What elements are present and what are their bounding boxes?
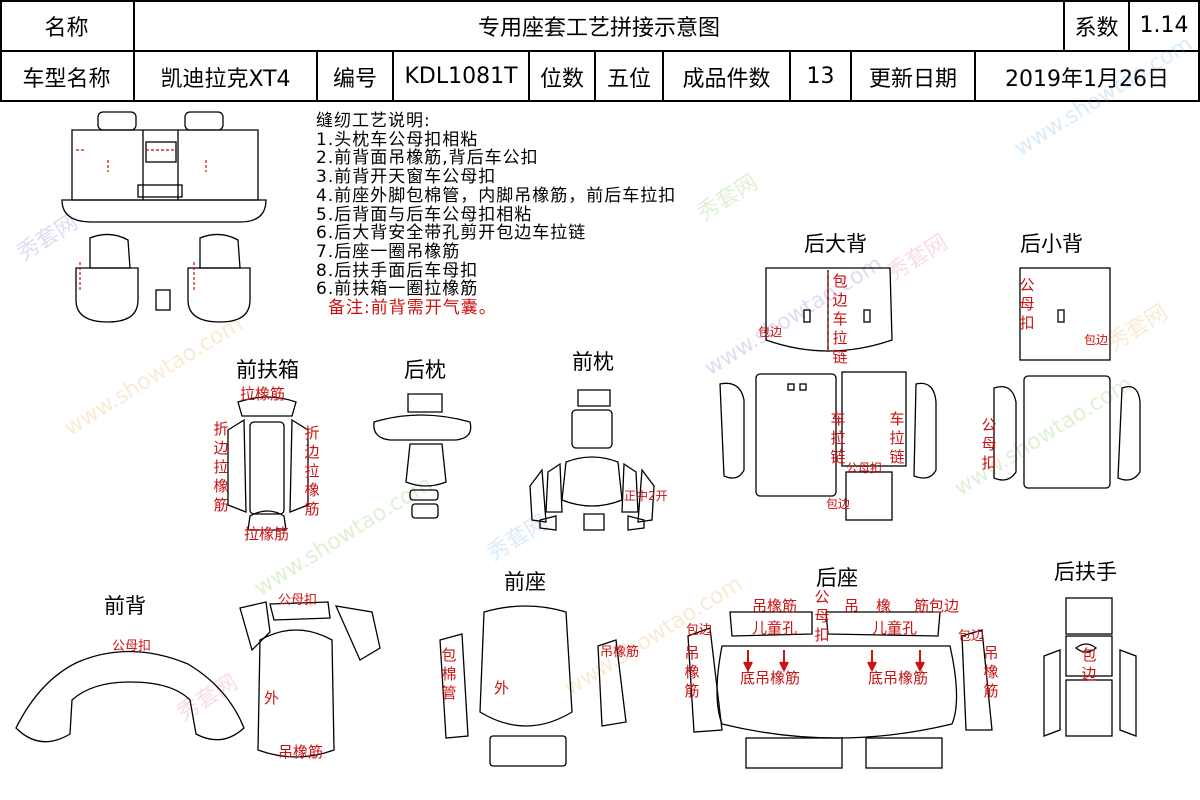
label-gong-mu-kou-front-back-top: 公母扣: [278, 593, 318, 608]
notes-heading: 缝纫工艺说明:: [316, 111, 431, 131]
label-diao-xiang-jin-rear-seat-right: 吊橡筋: [983, 644, 999, 700]
front-seat-pieces: [439, 605, 627, 767]
label-er-tong-kong-left: 儿童孔: [752, 619, 798, 637]
label-bao-bian-rear-seat-right: 包边: [958, 629, 985, 644]
code-label: 编号: [318, 51, 394, 102]
note-item: 8.后扶手面后车母扣: [316, 260, 479, 281]
sewing-notes: 缝纫工艺说明: 1.头枕车公母扣相粘 2.前背面吊橡筋,背后车公扣 3.前背开天…: [316, 112, 676, 318]
panel-title-front-back: 前背: [104, 594, 146, 618]
coef-label: 系数: [1065, 0, 1130, 51]
note-item: 1.头枕车公母扣相粘: [316, 129, 479, 150]
seat-overview-front: [75, 233, 251, 323]
header-border-bottom: [0, 100, 1200, 102]
label-bao-bian-che-la-lian: 包边车拉链: [832, 272, 848, 366]
notes-remark: 备注:前背需开气囊。: [328, 298, 497, 319]
note-item: 5.后背面与后车公母扣相粘: [316, 204, 533, 225]
label-xiang-rear-seat: 橡: [876, 597, 892, 615]
label-che-la-lian-left: 车拉链: [830, 410, 846, 466]
pieces-label: 成品件数: [664, 51, 791, 102]
coef-value: 1.14: [1139, 13, 1189, 38]
date-value: 2019年1月26日: [1005, 66, 1169, 92]
label-di-diao-xiang-jin-left: 底吊橡筋: [740, 669, 801, 687]
note-item: 4.前座外脚包棉管，内脚吊橡筋，前后车拉扣: [316, 185, 677, 206]
front-armrest-box-pieces: [227, 396, 309, 531]
note-item: 3.前背开天窗车公母扣: [316, 167, 497, 188]
note-item: 2.前背面吊橡筋,背后车公扣: [316, 148, 539, 169]
note-item: 7.后座一圈吊橡筋: [316, 241, 461, 262]
header-table: 名称 专用座套工艺拼接示意图 系数 1.14 车型名称 凯迪拉克XT4 编号 K…: [0, 0, 1200, 102]
header-border-left: [0, 0, 2, 102]
rear-seat-pieces: [687, 611, 993, 769]
label-diao-xiang-jin-rear-seat-left: 吊橡筋: [684, 644, 700, 700]
label-wai-front-back: 外: [264, 689, 280, 707]
model-label: 车型名称: [0, 51, 135, 102]
pieces-value: 13: [791, 51, 852, 102]
seats-label: 位数: [530, 51, 596, 102]
label-di-diao-xiang-jin-right: 底吊橡筋: [868, 669, 929, 687]
header-border-middle: [0, 50, 1200, 52]
label-bao-bian-small-back: 包边: [1084, 333, 1109, 347]
label-gong-mu-kou-big-back: 公母扣: [846, 461, 883, 475]
panel-title-rear-small-back: 后小背: [1020, 232, 1083, 256]
name-label: 名称: [0, 0, 135, 51]
panel-title-rear-headrest: 后枕: [404, 358, 446, 382]
label-bao-mian-guan: 包棉管: [441, 646, 457, 702]
header-border-top: [0, 0, 1200, 2]
panel-title-rear-armrest: 后扶手: [1054, 560, 1117, 584]
model-value: 凯迪拉克XT4: [135, 51, 318, 102]
label-jin-bao-bian-rear-seat: 筋包边: [914, 597, 960, 615]
panel-title-rear-big-back: 后大背: [804, 232, 867, 256]
label-gong-mu-kou-small-back: 公母扣: [1019, 276, 1035, 332]
label-bao-bian-rear-armrest: 包边: [1081, 646, 1097, 683]
pattern-drawing: [15, 111, 1141, 769]
label-diao-xiang-jin-front-back: 吊橡筋: [278, 743, 324, 761]
header-border-right: [1198, 0, 1200, 102]
seat-overview-rear: [61, 111, 267, 223]
label-diao-rear-seat: 吊: [844, 597, 860, 615]
panel-title-front-armrest-box: 前扶箱: [236, 358, 299, 382]
label-che-la-lian-right: 车拉链: [889, 410, 905, 466]
note-item: 6.前扶箱一圈拉橡筋: [316, 279, 479, 300]
label-er-tong-kong-right: 儿童孔: [872, 619, 918, 637]
seats-value: 五位: [596, 51, 664, 102]
panel-title-front-seat: 前座: [504, 570, 546, 594]
label-gong-mu-kou-front-back: 公母扣: [112, 639, 152, 654]
label-diao-xiang-jin-rear-seat: 吊橡筋: [752, 597, 798, 615]
front-headrest-pieces: [529, 389, 655, 531]
label-diao-xiang-jin-front-seat: 吊橡筋: [600, 645, 640, 660]
rear-headrest-pieces: [373, 393, 472, 519]
rear-armrest-pieces: [1043, 597, 1137, 737]
label-la-xiang-jin-bottom: 拉橡筋: [244, 525, 290, 543]
rear-small-back-pieces: [993, 267, 1141, 489]
front-back-pieces: [15, 601, 381, 758]
panel-title-rear-seat: 后座: [816, 566, 858, 590]
label-zhe-bian-la-xiang-jin-right: 折边拉橡筋: [304, 424, 320, 518]
code-value: KDL1081T: [394, 51, 530, 102]
label-la-xiang-jin: 拉橡筋: [240, 385, 286, 403]
label-bao-bian-big-back-bottom: 包边: [826, 497, 851, 511]
label-wai-front-seat: 外: [494, 679, 510, 697]
label-zheng-zhong-2-kai: 正中2开: [624, 489, 668, 503]
label-gong-mu-kou-rear-seat: 公母扣: [814, 588, 830, 644]
note-item: 6.后大背安全带孔剪开包边车拉链: [316, 223, 587, 244]
date-label: 更新日期: [852, 51, 976, 102]
page-title: 专用座套工艺拼接示意图: [135, 0, 1065, 51]
label-zhe-bian-la-xiang-jin-left: 折边拉橡筋: [213, 420, 229, 514]
label-bao-bian-big-back: 包边: [758, 325, 783, 339]
panel-title-front-headrest: 前枕: [572, 350, 614, 374]
label-gong-mu-kou-small-back-side: 公母扣: [981, 416, 997, 472]
rear-big-back-pieces: [719, 267, 937, 521]
label-bao-bian-rear-seat-left: 包边: [686, 623, 713, 638]
